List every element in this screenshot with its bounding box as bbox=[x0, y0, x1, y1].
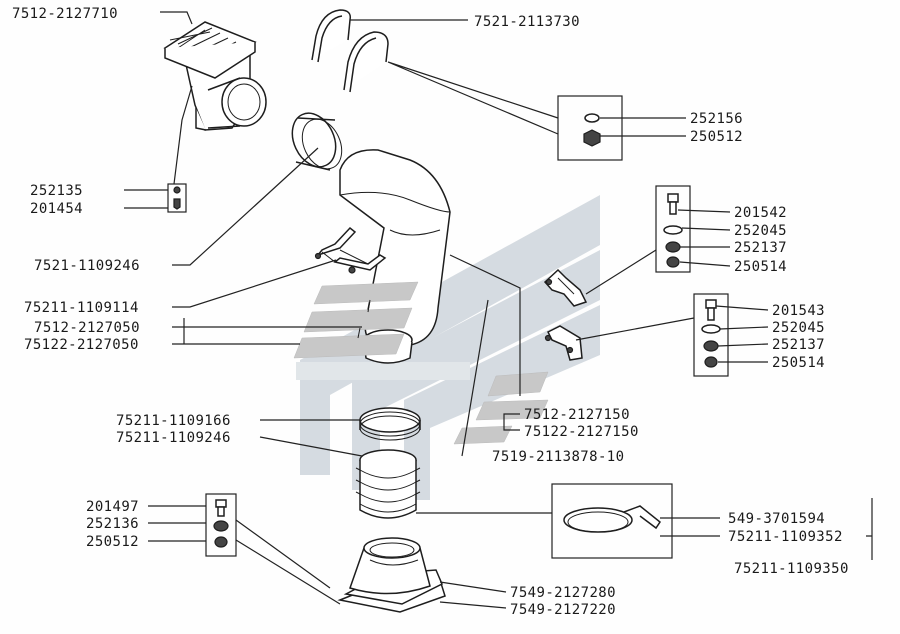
label-base-2: 7549-2127220 bbox=[510, 602, 616, 618]
air-intake-assembly bbox=[163, 21, 267, 131]
right-hardware-box-2 bbox=[693, 293, 729, 377]
label-nut-r2: 250514 bbox=[772, 355, 825, 371]
label-bracket-mid: 7519-2113878-10 bbox=[492, 449, 624, 465]
label-left-3: 7512-2127050 bbox=[34, 320, 140, 336]
seal-ring bbox=[359, 407, 421, 441]
label-nut-bl: 250512 bbox=[86, 534, 139, 550]
label-gasket-2: 75122-2127150 bbox=[524, 424, 639, 440]
label-washer-left-1: 252135 bbox=[30, 183, 83, 199]
label-nut-top-2: 250512 bbox=[690, 129, 743, 145]
bracket-rods bbox=[311, 9, 389, 93]
label-clamp-3: 75211-1109350 bbox=[734, 561, 849, 577]
label-nut-r1: 250514 bbox=[734, 259, 787, 275]
watermark-logo bbox=[296, 195, 600, 500]
label-left-2: 75211-1109114 bbox=[24, 300, 139, 316]
label-nut-top-1: 252156 bbox=[690, 111, 743, 127]
right-gasket-plates bbox=[453, 371, 549, 445]
label-bolt-r2: 201543 bbox=[772, 303, 825, 319]
corrugated-sleeve bbox=[355, 449, 421, 519]
label-washer-r2: 252045 bbox=[772, 320, 825, 336]
label-base-1: 7549-2127280 bbox=[510, 585, 616, 601]
top-nut-box bbox=[557, 95, 623, 161]
label-washer-r2b: 252137 bbox=[772, 337, 825, 353]
bottom-left-hardware-box bbox=[205, 493, 237, 557]
label-bolt-bl: 201497 bbox=[86, 499, 139, 515]
label-gasket-1: 7512-2127150 bbox=[524, 407, 630, 423]
label-clamp-2: 75211-1109352 bbox=[728, 529, 843, 545]
label-washer-r1: 252045 bbox=[734, 223, 787, 239]
label-bracket-rods: 7521-2113730 bbox=[474, 14, 580, 30]
base-flange bbox=[337, 537, 446, 613]
label-air-filter: 7512-2127710 bbox=[12, 6, 118, 22]
part-labels: 7512-2127710 7521-2113730 252156 250512 … bbox=[12, 6, 849, 618]
clamp-box bbox=[551, 483, 673, 559]
label-bolt-r1: 201542 bbox=[734, 205, 787, 221]
label-left-1: 7521-1109246 bbox=[34, 258, 140, 274]
label-washer-r1b: 252137 bbox=[734, 240, 787, 256]
right-hardware-box-1 bbox=[655, 185, 691, 273]
left-hardware-box bbox=[167, 183, 187, 213]
label-washer-bl: 252136 bbox=[86, 516, 139, 532]
leader-lines bbox=[124, 11, 873, 609]
elbow-support-bracket bbox=[314, 226, 387, 274]
label-clamp-1: 549-3701594 bbox=[728, 511, 825, 527]
label-mid-1: 75211-1109166 bbox=[116, 413, 231, 429]
left-gasket-plates bbox=[293, 281, 419, 359]
right-brackets bbox=[543, 268, 588, 361]
label-washer-left-2: 201454 bbox=[30, 201, 83, 217]
label-left-4: 75122-2127050 bbox=[24, 337, 139, 353]
label-mid-2: 75211-1109246 bbox=[116, 430, 231, 446]
